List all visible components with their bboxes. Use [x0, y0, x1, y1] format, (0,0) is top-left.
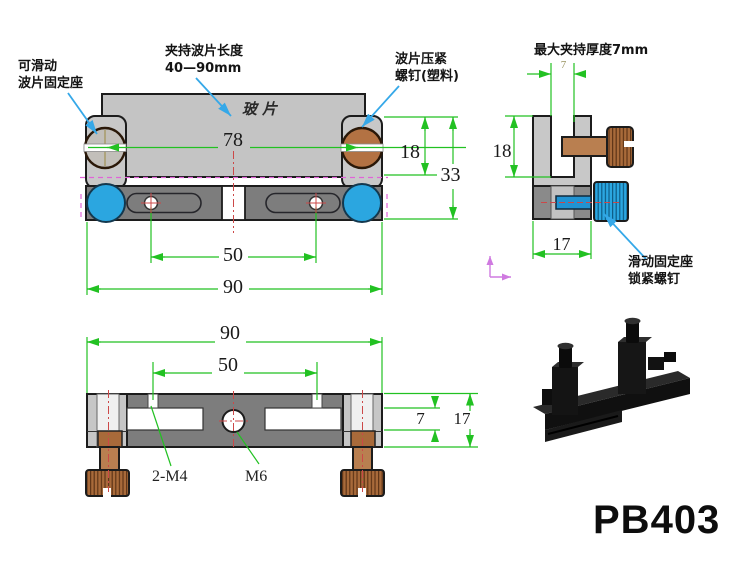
label-glass-plate: 玻片	[242, 100, 283, 118]
dim-top-clamp-height: 18	[400, 141, 420, 163]
label-slidable-holder-line1: 可滑动	[18, 59, 58, 74]
dim-top-overall-width: 90	[223, 276, 243, 298]
centerlines	[80, 151, 388, 492]
leader-lines	[67, 77, 647, 260]
knob-slot	[624, 141, 634, 147]
label-clamp-length-line1: 夹持波片长度	[165, 44, 244, 59]
label-slidable-holder-line2: 波片固定座	[18, 76, 84, 91]
label-lock-screw-line2: 锁紧螺钉	[628, 272, 681, 287]
press-screw-shaft	[561, 136, 608, 157]
dim-front-overall-height: 17	[453, 409, 471, 428]
dimension-lines	[86, 63, 592, 467]
dim-side-base-depth: 17	[552, 234, 571, 254]
side-view	[532, 115, 634, 222]
dim-top-slot-spacing: 50	[223, 244, 243, 266]
label-clamp-length-line2: 40—90mm	[165, 61, 242, 76]
left-rail-slot	[126, 192, 202, 214]
product-photo	[533, 317, 690, 442]
top-view	[83, 93, 384, 223]
label-press-screw-line1: 波片压紧	[395, 52, 448, 67]
left-lock-knob-top	[86, 183, 126, 223]
left-screw-shaft	[99, 446, 120, 471]
axis-indicator-icon	[486, 256, 511, 281]
left-screw-head	[97, 430, 123, 448]
label-press-screw: 波片压紧 螺钉(塑料)	[395, 51, 459, 85]
left-knob-slot	[103, 488, 111, 498]
lock-screw-knob	[593, 181, 629, 222]
dim-top-screw-spacing: 78	[223, 129, 243, 151]
label-lock-screw-line1: 滑动固定座	[628, 255, 694, 270]
right-lock-knob-top	[342, 183, 382, 223]
label-slidable-holder: 可滑动 波片固定座	[18, 58, 83, 92]
dim-front-hole-spacing: 50	[218, 354, 238, 376]
label-lock-screw: 滑动固定座 锁紧螺钉	[628, 254, 693, 288]
label-press-screw-line2: 螺钉(塑料)	[395, 69, 459, 84]
dim-front-overall-width: 90	[220, 322, 240, 344]
dim-side-jaw-depth: 18	[492, 141, 512, 162]
part-number: PB403	[593, 498, 721, 542]
right-knob-slot	[358, 488, 366, 498]
dim-top-overall-height: 33	[440, 164, 461, 186]
left-through-slot	[126, 407, 204, 431]
right-through-slot	[264, 407, 342, 431]
label-thread-m4: 2-M4	[152, 468, 188, 485]
dim-front-slot-height: 7	[416, 409, 425, 428]
dim-side-jaw-gap: 7	[560, 59, 567, 71]
front-view	[85, 393, 385, 498]
label-thread-m6: M6	[245, 468, 268, 485]
label-clamp-length: 夹持波片长度 40—90mm	[165, 43, 243, 77]
label-max-thickness: 最大夹持厚度7mm	[534, 43, 649, 58]
right-rail-slot	[265, 192, 341, 214]
